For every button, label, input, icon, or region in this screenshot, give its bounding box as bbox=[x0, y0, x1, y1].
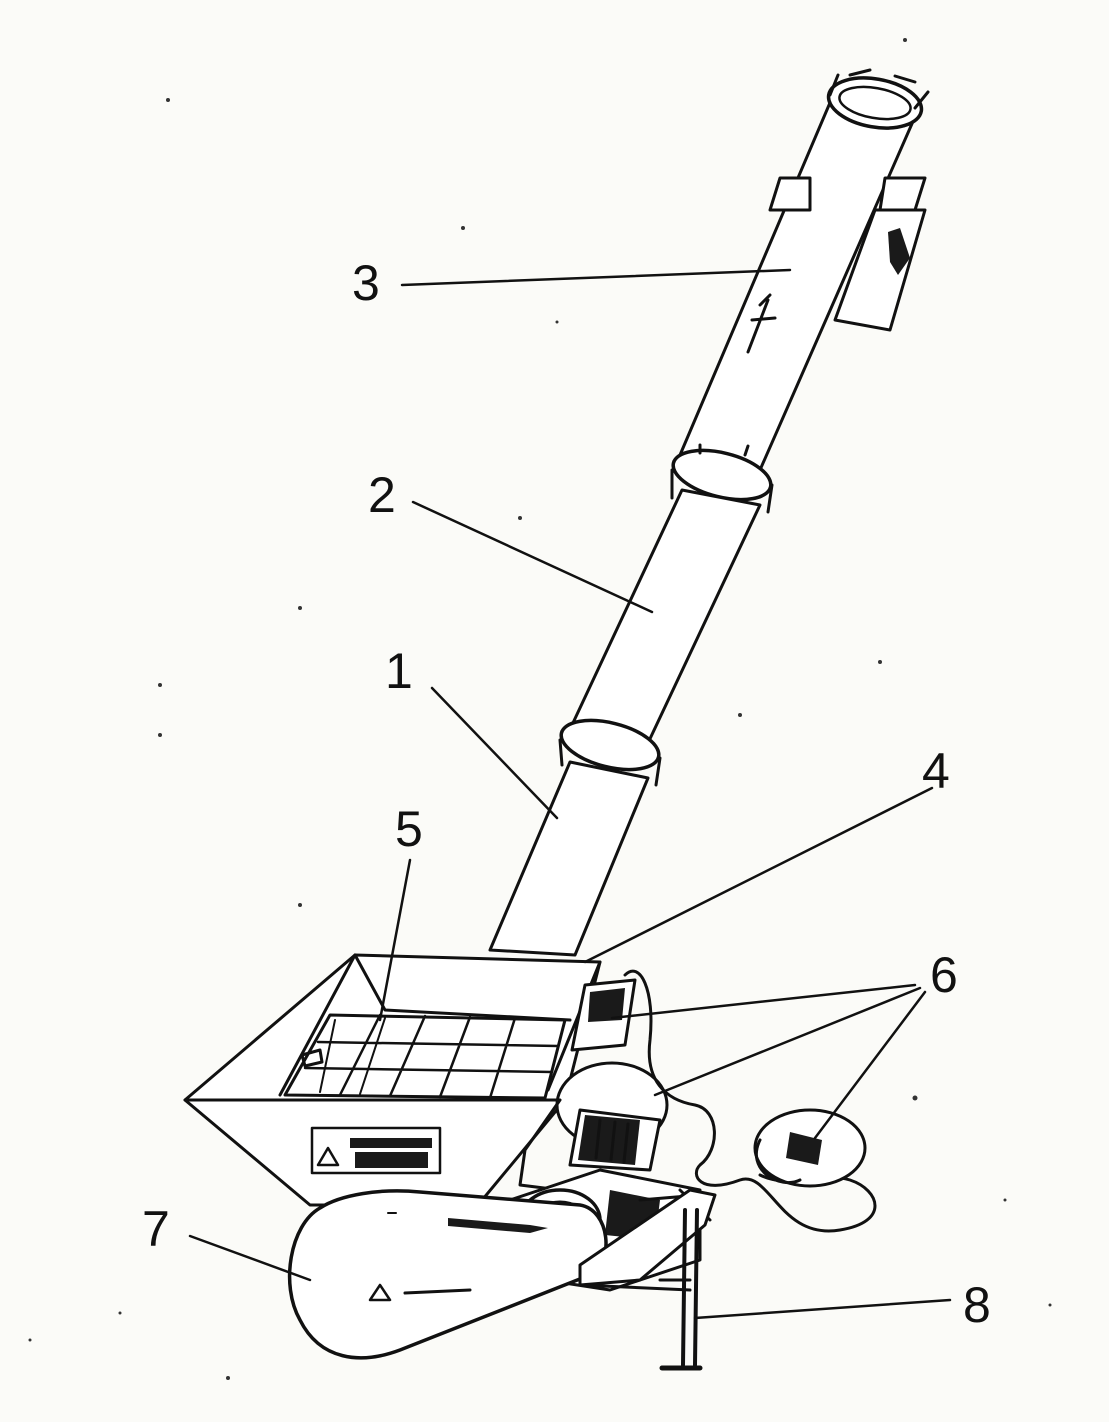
label-6: 6 bbox=[930, 947, 958, 1003]
leader-5 bbox=[378, 858, 412, 1022]
auger-tube bbox=[488, 68, 930, 957]
label-8: 8 bbox=[963, 1277, 991, 1333]
label-2: 2 bbox=[368, 467, 396, 523]
leader-4 bbox=[583, 786, 934, 964]
label-7: 7 bbox=[142, 1201, 170, 1257]
leader-6c bbox=[813, 990, 927, 1140]
belt-guard bbox=[287, 1189, 608, 1360]
stand-frame bbox=[578, 1188, 717, 1371]
leader-3 bbox=[400, 268, 792, 287]
leader-6b bbox=[653, 986, 922, 1097]
part-labels: 3 2 1 4 5 6 7 8 bbox=[142, 255, 991, 1333]
leader-8 bbox=[693, 1298, 952, 1320]
leader-7 bbox=[188, 1234, 312, 1282]
label-1: 1 bbox=[385, 643, 413, 699]
leader-1 bbox=[430, 686, 559, 820]
leader-6a bbox=[610, 983, 917, 1020]
label-3: 3 bbox=[352, 255, 380, 311]
leader-lines bbox=[188, 268, 952, 1320]
paper-specks bbox=[28, 38, 1052, 1380]
label-4: 4 bbox=[922, 743, 950, 799]
leader-2 bbox=[411, 500, 654, 614]
hopper bbox=[183, 953, 602, 1207]
label-5: 5 bbox=[395, 801, 423, 857]
